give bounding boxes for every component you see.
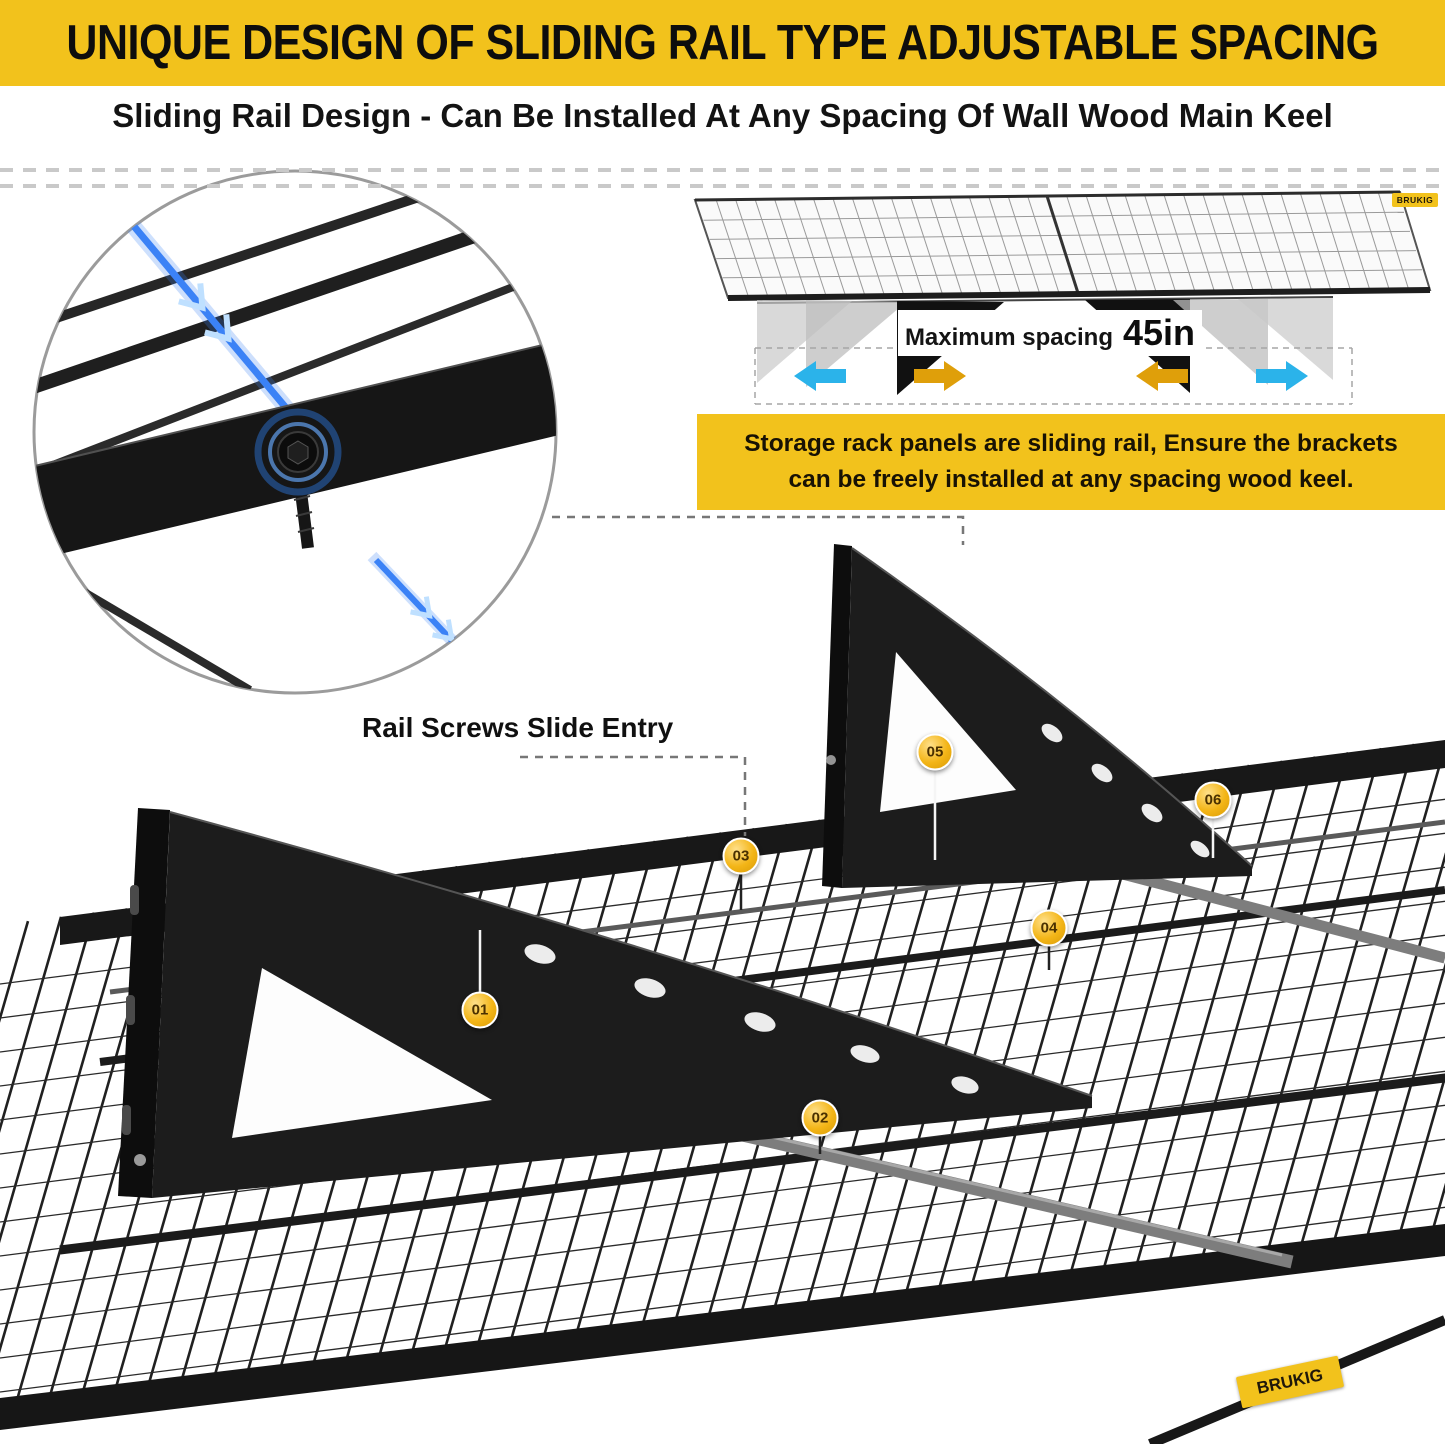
bracket-screw <box>134 1154 146 1166</box>
rail-bolt <box>254 408 342 549</box>
arrow-left-gold <box>1136 361 1188 391</box>
arrow-right-gold <box>914 361 966 391</box>
bracket-left <box>118 808 1093 1198</box>
illustration-front-rail <box>727 287 1431 301</box>
illustration-center-rail <box>1045 195 1080 294</box>
callout-badge-01: 01 <box>461 991 499 1029</box>
arrow-right-cyan <box>1256 361 1308 391</box>
ghost-bracket <box>806 300 906 387</box>
bracket-screw <box>826 755 836 765</box>
callout-badge-06: 06 <box>1194 781 1232 819</box>
subtitle: Sliding Rail Design - Can Be Installed A… <box>112 97 1333 134</box>
callout-badge-05: 05 <box>916 733 954 771</box>
mid-rail-2 <box>59 1073 1445 1255</box>
callout-badge-02: 02 <box>801 1099 839 1137</box>
spacing-text: Maximum spacing <box>904 324 1113 351</box>
info-banner: Storage rack panels are sliding rail, En… <box>697 414 1445 510</box>
magnifier-inset <box>32 169 558 695</box>
callout-leader-lines <box>478 770 1215 1154</box>
slide-direction-arrows <box>794 361 1308 391</box>
dashed-divider-bottom <box>0 184 1445 188</box>
bracket-right <box>822 544 1253 888</box>
wall-shelf-illustration <box>693 190 1432 405</box>
main-rack-photo <box>0 515 1445 1444</box>
rail-screws-label: Rail Screws Slide Entry <box>362 712 674 743</box>
max-spacing-label: Maximum spacing 45in <box>898 310 1202 356</box>
dashed-divider-top <box>0 168 1445 172</box>
dashed-connector-lines <box>520 515 965 836</box>
ghost-bracket <box>1238 298 1333 380</box>
info-banner-line1: Storage rack panels are sliding rail, En… <box>744 430 1398 457</box>
callout-badge-03: 03 <box>722 837 760 875</box>
front-frame-rail <box>0 1224 1445 1430</box>
top-banner: UNIQUE DESIGN OF SLIDING RAIL TYPE ADJUS… <box>0 0 1445 86</box>
slide-chevrons <box>178 283 232 343</box>
brand-tag-top: BRUKIG <box>1392 193 1438 207</box>
main-title: UNIQUE DESIGN OF SLIDING RAIL TYPE ADJUS… <box>66 14 1379 71</box>
callout-badge-04: 04 <box>1030 909 1068 947</box>
arrow-left-cyan <box>794 361 846 391</box>
info-banner-line2: can be freely installed at any spacing w… <box>788 466 1354 493</box>
spacing-value: 45in <box>1123 312 1196 353</box>
